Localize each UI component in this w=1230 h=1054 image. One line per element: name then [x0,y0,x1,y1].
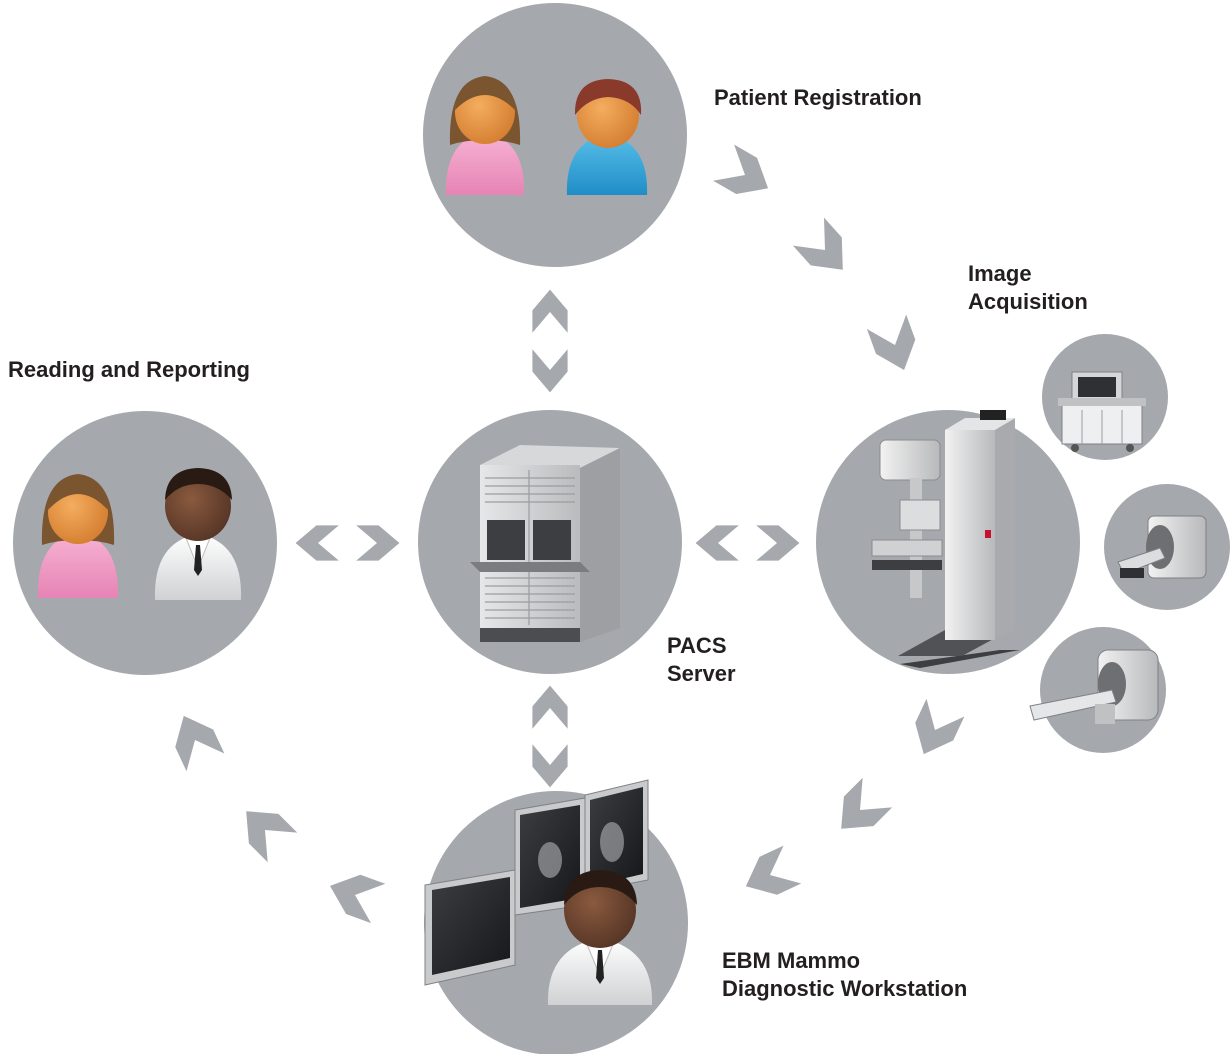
arrow-left [295,525,339,561]
reading-reporting-label: Reading and Reporting [8,357,250,382]
server-rack-icon [470,445,620,642]
ct-scanner-icon [1029,649,1159,724]
patient-registration-node [423,3,687,267]
arrow-right-down [792,217,859,284]
workstation-label-line2: Diagnostic Workstation [722,976,968,1001]
arrow-left-up [231,796,298,863]
ultrasound-machine-icon [1058,371,1146,452]
arrow-left-down [904,698,965,763]
workstation-label-line1: EBM Mammo [722,948,861,973]
arrow-up [532,685,568,729]
arrow-right [356,525,400,561]
monitor-array-icon [424,779,649,986]
arrow-left [695,525,739,561]
female-patient-icon [37,474,119,598]
male-patient-icon [566,79,648,195]
arrow-left-down [826,777,893,844]
image-acquisition-label-line2: Acquisition [968,289,1088,314]
arrow-right-down [713,144,779,207]
doctor-icon [154,468,242,600]
arrow-up [532,289,568,333]
arrow-down [532,744,568,788]
pacs-server-label-line2: Server [667,661,736,686]
patient-registration-label: Patient Registration [714,85,922,110]
arrow-right [756,525,800,561]
female-patient-icon [445,76,525,195]
mammography-unit-icon [871,410,1020,668]
doctor-icon [547,870,653,1005]
reading-reporting-node [13,411,277,675]
arrow-left-up [164,707,225,772]
pacs-server-label-line1: PACS [667,633,727,658]
image-acquisition-label-line1: Image [968,261,1032,286]
arrow-left-down [737,845,802,906]
arrow-left-up [322,866,386,924]
mri-scanner-icon [1117,515,1207,579]
arrow-right-down [866,314,924,378]
arrow-down [532,349,568,393]
